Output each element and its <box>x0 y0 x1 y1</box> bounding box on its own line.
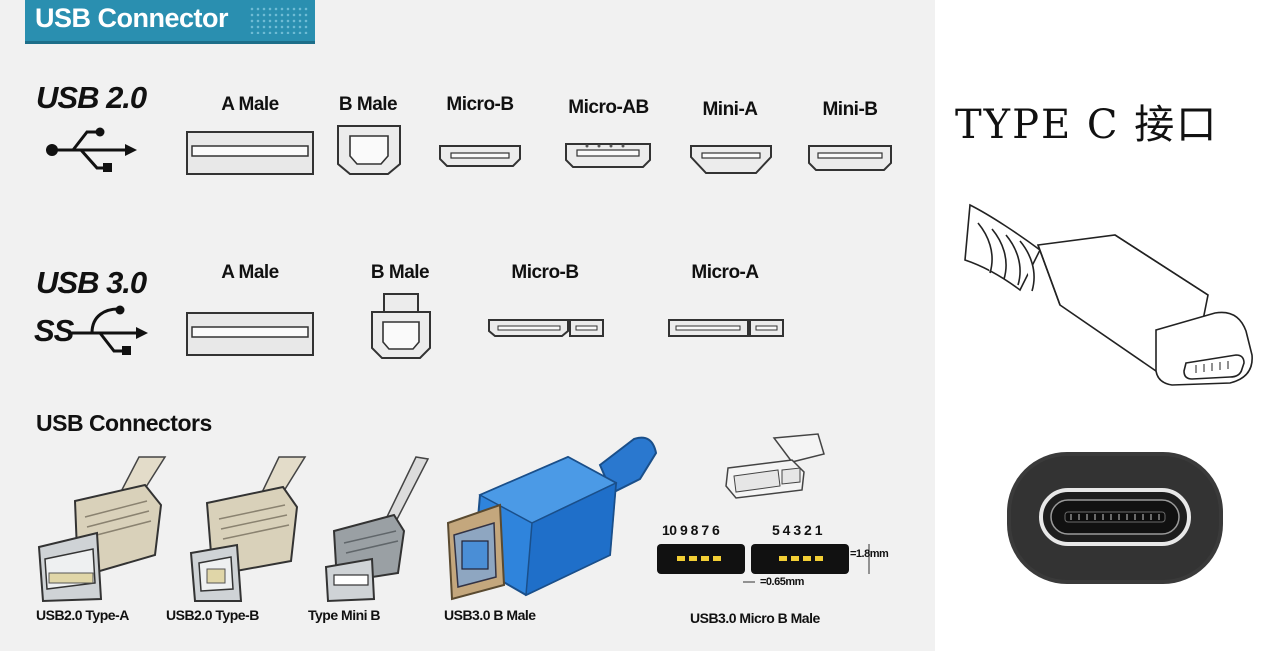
usb2-mini-b-shape <box>808 145 892 171</box>
usb2-micro-b-shape <box>439 145 521 167</box>
usb3-micro-b-plug-image <box>725 433 825 499</box>
usb2-label-micro-ab: Micro-AB <box>568 97 649 118</box>
usb3-version-label: USB 3.0 <box>36 265 147 300</box>
usb2-type-b-plug-image <box>189 456 307 602</box>
usb3-a-male-shape <box>186 312 314 356</box>
type-c-port-photo <box>1007 452 1223 584</box>
usb2-label-mini-b: Mini-B <box>822 99 878 120</box>
usb2-label-b-male: B Male <box>338 94 398 115</box>
usb3-b-male-plug-image <box>446 436 658 601</box>
type-mini-b-plug-image <box>324 456 430 603</box>
usb2-mini-a-shape <box>690 145 772 174</box>
usb3-label-a-male: A Male <box>221 262 279 283</box>
caption-usb3-micro-b-male: USB3.0 Micro B Male <box>690 610 820 626</box>
usb2-a-male-shape <box>186 131 314 175</box>
caption-usb3-b-male: USB3.0 B Male <box>444 607 536 623</box>
usb3-micro-a-shape <box>668 319 784 337</box>
usb2-label-a-male: A Male <box>221 94 279 115</box>
usb3-ss-label: SS <box>34 313 74 348</box>
usb2-version-label: USB 2.0 <box>36 80 147 115</box>
usb3-label-micro-b: Micro-B <box>511 262 579 283</box>
connectors-section-title: USB Connectors <box>36 410 212 436</box>
usb2-label-micro-b: Micro-B <box>446 94 514 115</box>
usb-connector-chart: USB Connector USB 2.0 A Male B Male Micr… <box>0 0 935 651</box>
type-c-title: TYPE C 接口 <box>955 102 1219 148</box>
dimension-height: =1.8mm <box>850 548 889 560</box>
caption-usb2-type-a: USB2.0 Type-A <box>36 607 129 623</box>
usb2-type-a-plug-image <box>37 456 167 603</box>
usb3-b-male-shape <box>371 293 431 359</box>
usb2-label-mini-a: Mini-A <box>702 99 758 120</box>
pin-numbers-left: 10 9 8 7 6 <box>662 522 720 538</box>
usb2-b-male-shape <box>337 125 401 175</box>
usb3-label-b-male: B Male <box>370 262 430 283</box>
caption-usb2-type-b: USB2.0 Type-B <box>166 607 259 623</box>
usb3-micro-b-shape <box>488 319 604 337</box>
banner-title: USB Connector <box>35 3 229 33</box>
usb3-label-micro-a: Micro-A <box>691 262 759 283</box>
pin-numbers-right: 5 4 3 2 1 <box>772 522 823 538</box>
dimension-gap: =0.65mm <box>760 576 804 588</box>
usb-trident-icon <box>46 127 137 172</box>
usb-superspeed-icon <box>72 305 148 355</box>
micro-b-pinout-diagram <box>657 544 870 583</box>
banner-dots <box>249 6 309 34</box>
type-c-cable-drawing <box>964 203 1253 386</box>
caption-type-mini-b: Type Mini B <box>308 607 381 623</box>
usb2-micro-ab-shape <box>565 143 651 168</box>
title-banner: USB Connector <box>25 0 315 44</box>
